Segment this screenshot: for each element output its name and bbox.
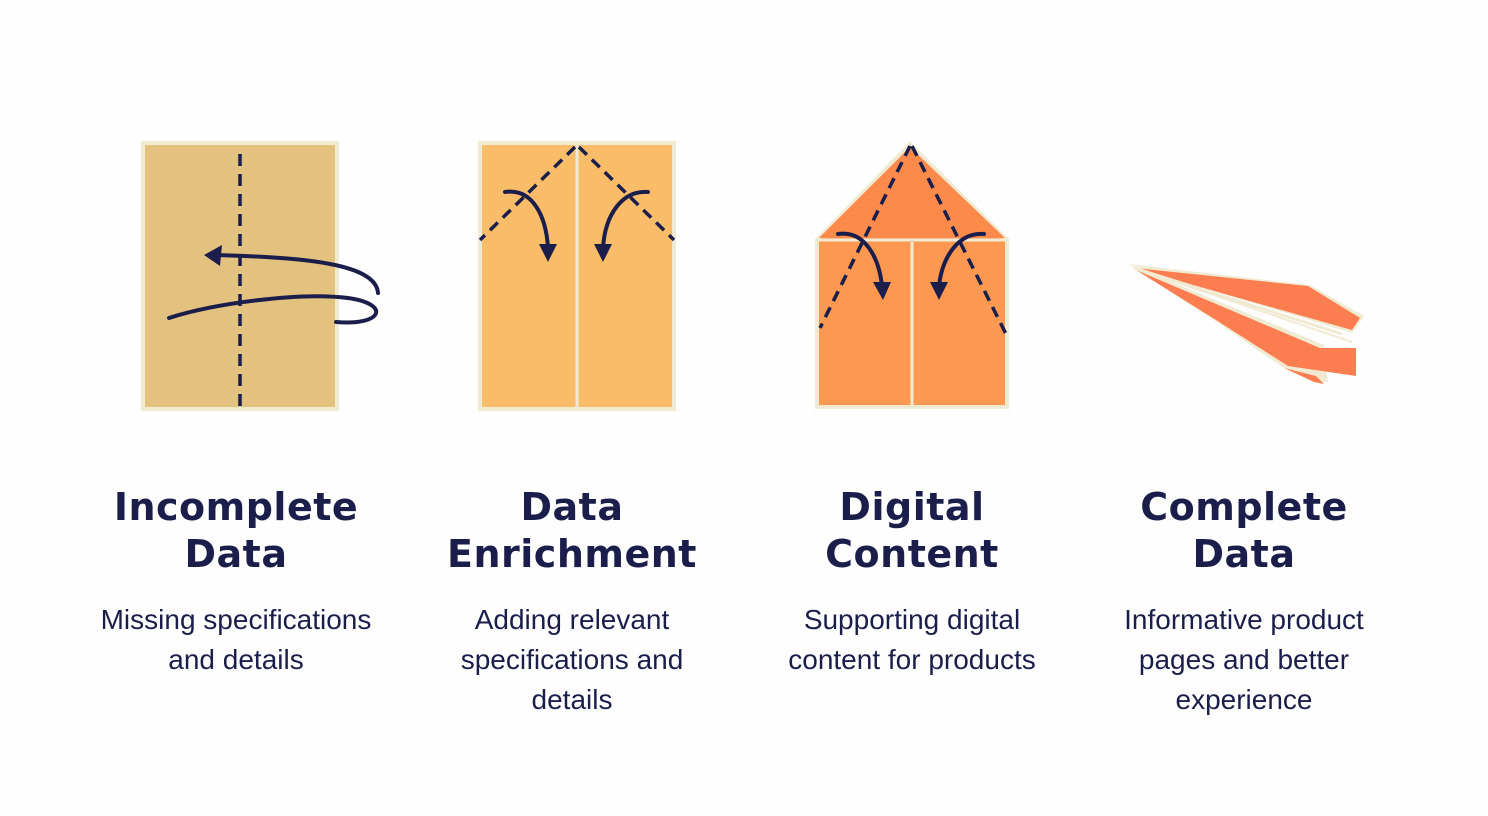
step-description: Adding relevant specifications and detai…: [460, 604, 684, 715]
paper-fold-point-icon: [815, 141, 1010, 409]
paper-fold-corners-icon: [478, 141, 676, 411]
paper-plane-icon: [1128, 264, 1364, 384]
step-description: Supporting digital content for products: [788, 604, 1036, 675]
step-description: Informative product pages and better exp…: [1124, 604, 1364, 715]
paper-fold-vertical-icon: [141, 141, 380, 411]
step-description: Missing specifications and details: [100, 604, 372, 675]
